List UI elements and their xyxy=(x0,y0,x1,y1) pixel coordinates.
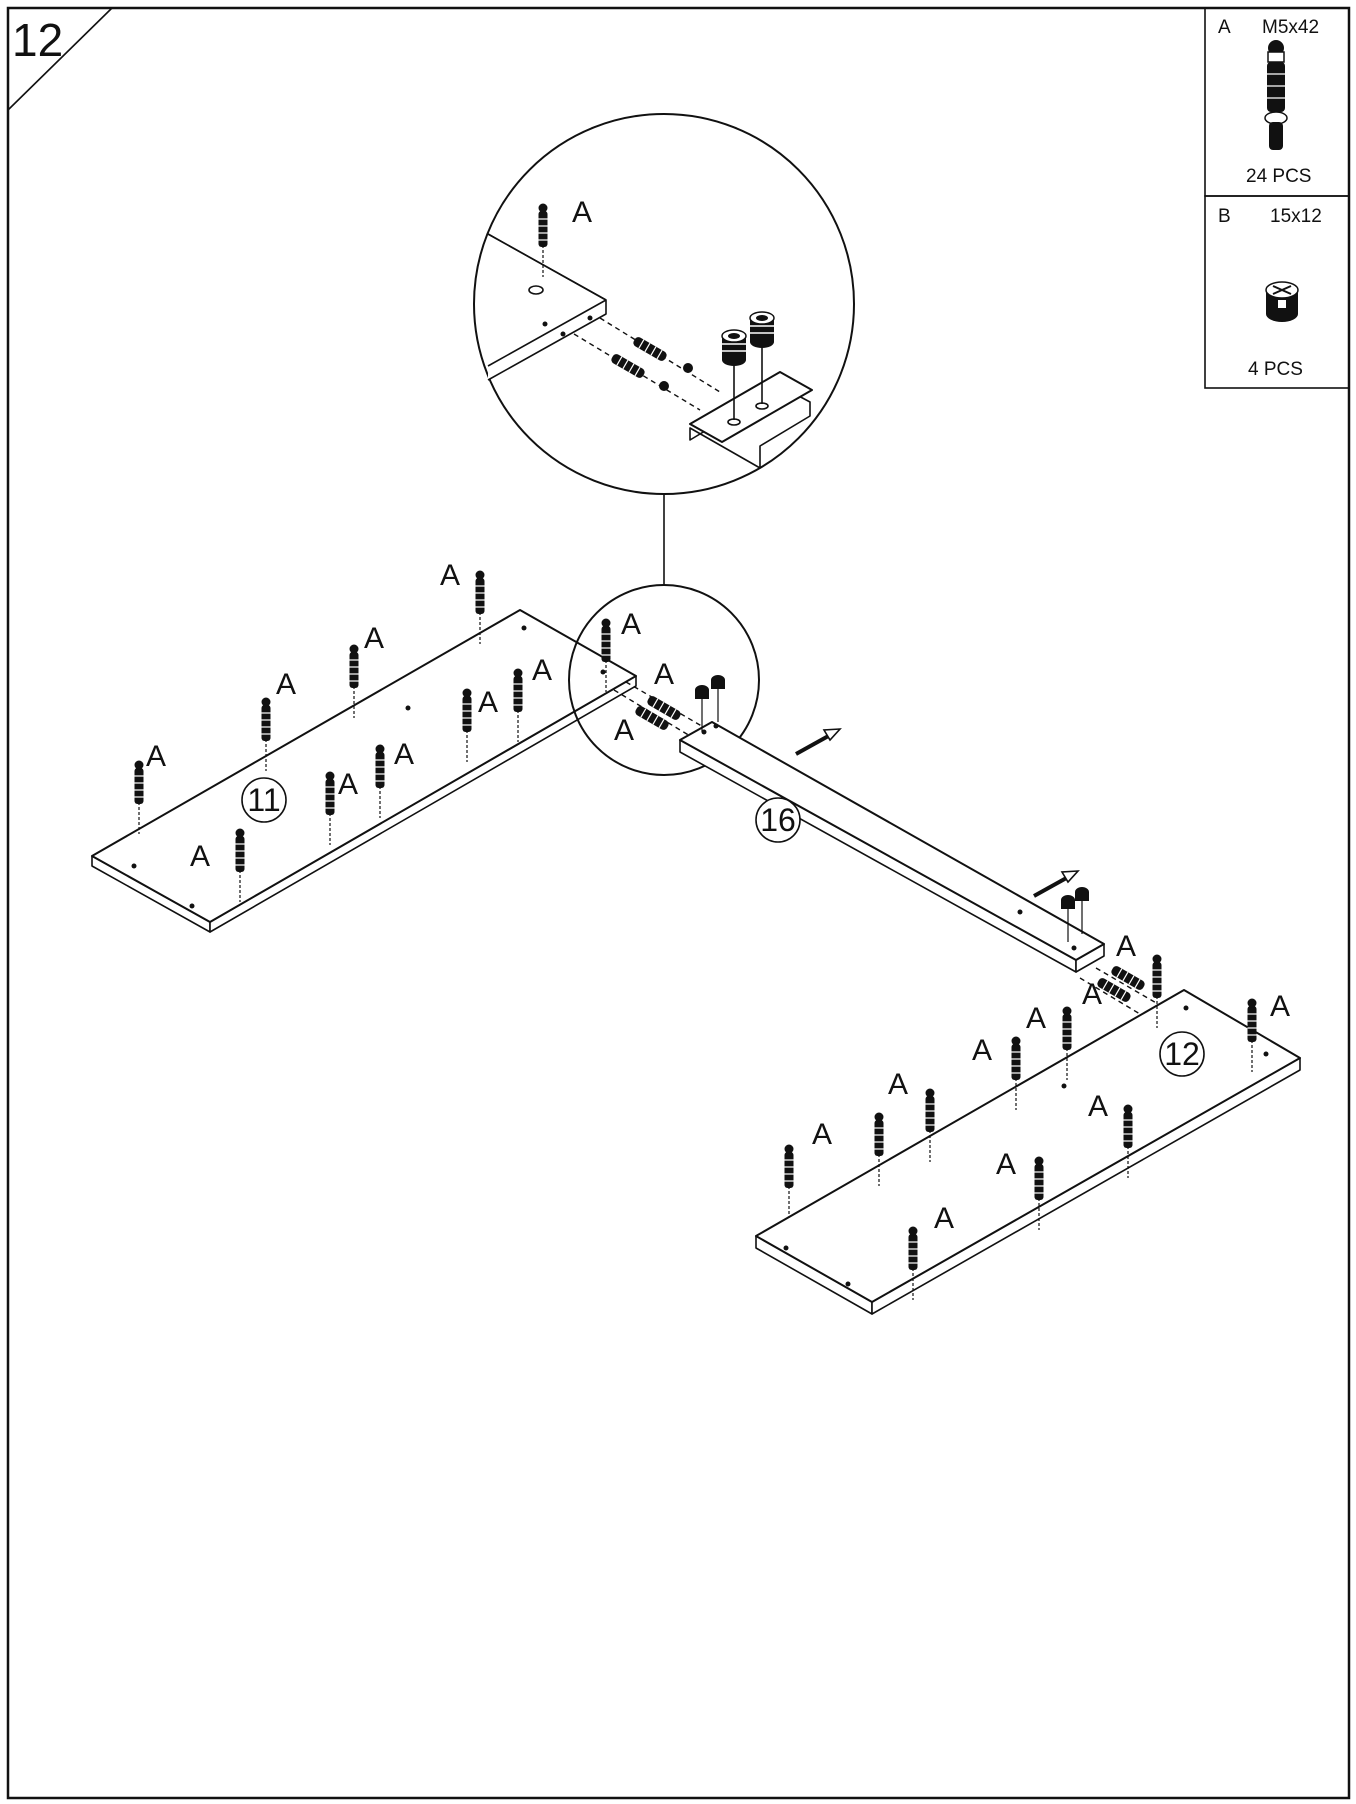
hardware-label: A xyxy=(440,559,460,592)
page-border xyxy=(6,6,1351,1800)
hardware-label: A xyxy=(888,1068,908,1101)
joint-callout-circle: A A xyxy=(568,584,760,776)
cam-bolt-icon xyxy=(1264,40,1288,150)
hardware-label: A xyxy=(1082,978,1102,1011)
parts-legend: A M5x42 24 PCS B 15x12 4 PCS xyxy=(1204,7,1350,389)
hardware-label: A xyxy=(146,740,166,773)
legend-b-letter: B xyxy=(1218,206,1231,227)
legend-b-size: 15x12 xyxy=(1270,206,1322,227)
panel-12-label: 12 xyxy=(1164,1036,1200,1072)
panel-11-label: 11 xyxy=(247,782,280,818)
hardware-label: A xyxy=(1116,930,1136,963)
hardware-label: A xyxy=(1088,1090,1108,1123)
rail-16: 16 xyxy=(679,674,1105,973)
rail-16-label: 16 xyxy=(760,802,796,838)
hardware-label: A xyxy=(532,654,552,687)
legend-a-letter: A xyxy=(1218,17,1231,38)
bolts-panel-11: A A A A A A A A A A xyxy=(133,559,641,903)
legend-b-quantity: 4 PCS xyxy=(1248,359,1303,380)
hardware-label: A xyxy=(934,1202,954,1235)
hardware-label: A xyxy=(478,686,498,719)
detail-callout: A xyxy=(473,113,855,586)
legend-a-quantity: 24 PCS xyxy=(1246,166,1311,187)
hardware-label: A xyxy=(394,738,414,771)
bolts-rail-to-12 xyxy=(1079,964,1159,1015)
hardware-label: A xyxy=(654,658,674,691)
hardware-label: A xyxy=(972,1034,992,1067)
hardware-label: A xyxy=(1270,990,1290,1023)
legend-a-size: M5x42 xyxy=(1262,17,1319,38)
hardware-label: A xyxy=(276,668,296,701)
hardware-label: A xyxy=(364,622,384,655)
panel-12: 12 xyxy=(755,989,1301,1315)
hardware-label: A xyxy=(812,1118,832,1151)
hardware-label: A xyxy=(1026,1002,1046,1035)
hardware-label: A xyxy=(614,714,634,747)
hardware-label: A xyxy=(338,768,358,801)
step-number: 12 xyxy=(12,14,63,66)
hardware-label: A xyxy=(190,840,210,873)
hardware-label: A xyxy=(996,1148,1016,1181)
detail-hardware-label: A xyxy=(572,196,592,229)
panel-11: 11 xyxy=(91,609,637,933)
hardware-label: A xyxy=(621,608,641,641)
step-badge: 12 xyxy=(7,7,113,111)
bolts-panel-12: A A A A A A A A A A xyxy=(783,930,1290,1301)
cam-lock-icon xyxy=(1265,281,1299,322)
